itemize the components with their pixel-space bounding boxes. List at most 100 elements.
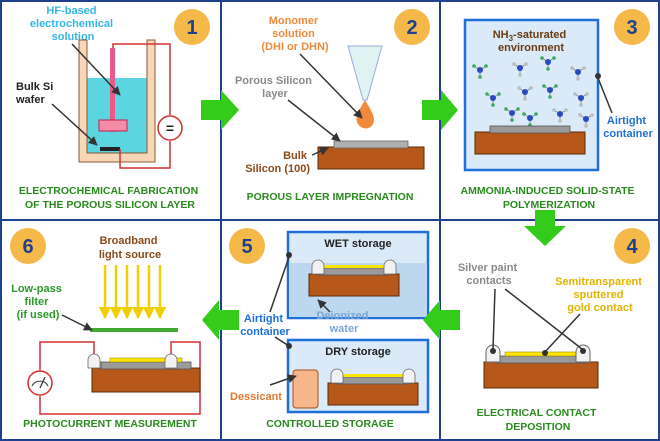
nh3-molecule [504,107,520,122]
panel-5: 5 WET storage DRY storage Airtight conta… [229,228,430,430]
pt-electrode [110,48,115,132]
meas-circuit [39,341,95,370]
gold-pointer-dot [542,350,548,356]
si-wafer-sample [98,119,128,132]
dessicant-pointer [269,374,297,386]
ammeter-scale [31,380,49,387]
wet-sample-contact-r [383,259,397,275]
panel-title-2: POROUS LAYER IMPREGNATION [247,191,414,203]
dessicant-block [292,369,319,409]
panel-2: 2 Monomer solution (DHI or DHN) Porous S… [235,9,430,203]
sample-substrate-4 [483,361,599,389]
filter-pointer [61,314,93,331]
gold-contact-4 [504,351,578,357]
bottom-contact [100,147,120,151]
wafer-pointer [51,103,98,146]
nh3-molecule [570,66,586,81]
nh3-molecule [472,64,488,79]
step-number-2: 2 [406,17,417,39]
step-number-1: 1 [186,17,197,39]
monomer-label: Monomer solution (DHI or DHN) [261,15,329,53]
step-badge-3 [614,9,650,45]
airtight-pointer-dry-dot [286,343,292,349]
nh3-molecule [578,113,594,128]
arrow-5-to-6 [202,300,239,340]
electrolyte [87,78,147,153]
bulk-pointer [311,147,329,156]
lowpass-filter [90,328,178,332]
container-pointer-dot-3 [595,73,601,79]
step-badge-6 [10,228,46,264]
panel-title-5: CONTROLLED STORAGE [266,418,394,430]
monomer-droplet [356,100,375,129]
dry-sample-layer [336,376,410,385]
silver-pointer-b [504,288,583,350]
current-source [157,115,183,141]
ammonia-molecules [472,56,594,128]
porous-pointer [287,99,341,142]
beaker [78,39,156,163]
dry-sample-contact-r [402,368,416,384]
wet-sample-layer [317,267,391,276]
pipette [347,45,383,101]
step-number-5: 5 [241,236,252,258]
nh3-molecule [573,92,589,107]
dry-sample-contact-l [330,368,344,384]
ammeter-icon [27,370,53,396]
solution-pointer [71,43,121,96]
porous-silicon-layer [333,140,409,149]
panel-title-3: AMMONIA-INDUCED SOLID-STATE POLYMERIZATI… [461,185,638,211]
polymer-layer-6 [100,361,192,370]
monomer-pointer [299,53,363,119]
dry-sample-gold [343,374,403,377]
wet-storage-label: WET storage [324,238,391,250]
container-pointer-3 [597,77,613,114]
airtight-pointer-wet-dot [286,252,292,258]
flow-arrows [201,90,566,340]
step-badge-2 [394,9,430,45]
light-source-label: Broadband light source [99,235,161,261]
nh3-molecule [512,62,528,77]
nh3-molecule [552,108,568,123]
step-badge-5 [229,228,265,264]
dry-sample-substrate [327,382,419,406]
ammeter-needle [39,376,46,389]
polymer-layer-4 [494,355,588,364]
nh3-molecule [540,56,556,71]
source-symbol: = [166,120,174,136]
bulk-silicon-label: Bulk Silicon (100) [245,150,310,175]
panel-4: 4 Silver paint contacts Semitransparent … [458,228,650,433]
step-number-6: 6 [22,236,33,258]
wet-sample-substrate [308,273,400,297]
silver-pointer-b-dot [580,348,586,354]
wafer-label: Bulk Si wafer [15,81,56,106]
wet-sample-gold [324,265,384,268]
panel-1: 1 HF-based electrochemical solution Bulk… [15,5,210,211]
filter-label: Low-pass filter (if used) [11,283,65,321]
arrow-1-to-2 [201,90,239,130]
sample-substrate-3 [474,131,586,155]
bulk-silicon [317,146,425,170]
circuit-wire-2 [119,141,171,169]
gold-contact-label: Semitransparent sputtered gold contact [555,276,645,314]
step-badge-1 [174,9,210,45]
porous-layer-label: Porous Silicon layer [235,75,315,100]
light-rays [98,265,167,320]
nh3-molecule [517,86,533,101]
airtight-pointer-wet [269,256,290,313]
panel-title-6: PHOTOCURRENT MEASUREMENT [23,418,197,430]
silver-contact-left-6 [87,353,101,369]
dry-storage-label: DRY storage [325,346,390,358]
silver-contact-right-6 [164,353,178,369]
silver-contacts-label: Silver paint contacts [458,262,520,287]
arrow-2-to-3 [422,90,458,130]
gold-pointer [544,313,581,353]
circuit-wire [112,43,171,115]
sample-substrate-6 [91,367,201,393]
arrow-3-to-4 [524,210,566,246]
water-pointer [317,299,331,313]
nh3-environment-label: NH3-saturated environment [493,29,570,54]
nh3-molecule [485,92,501,107]
silver-pointer-a [492,288,496,350]
